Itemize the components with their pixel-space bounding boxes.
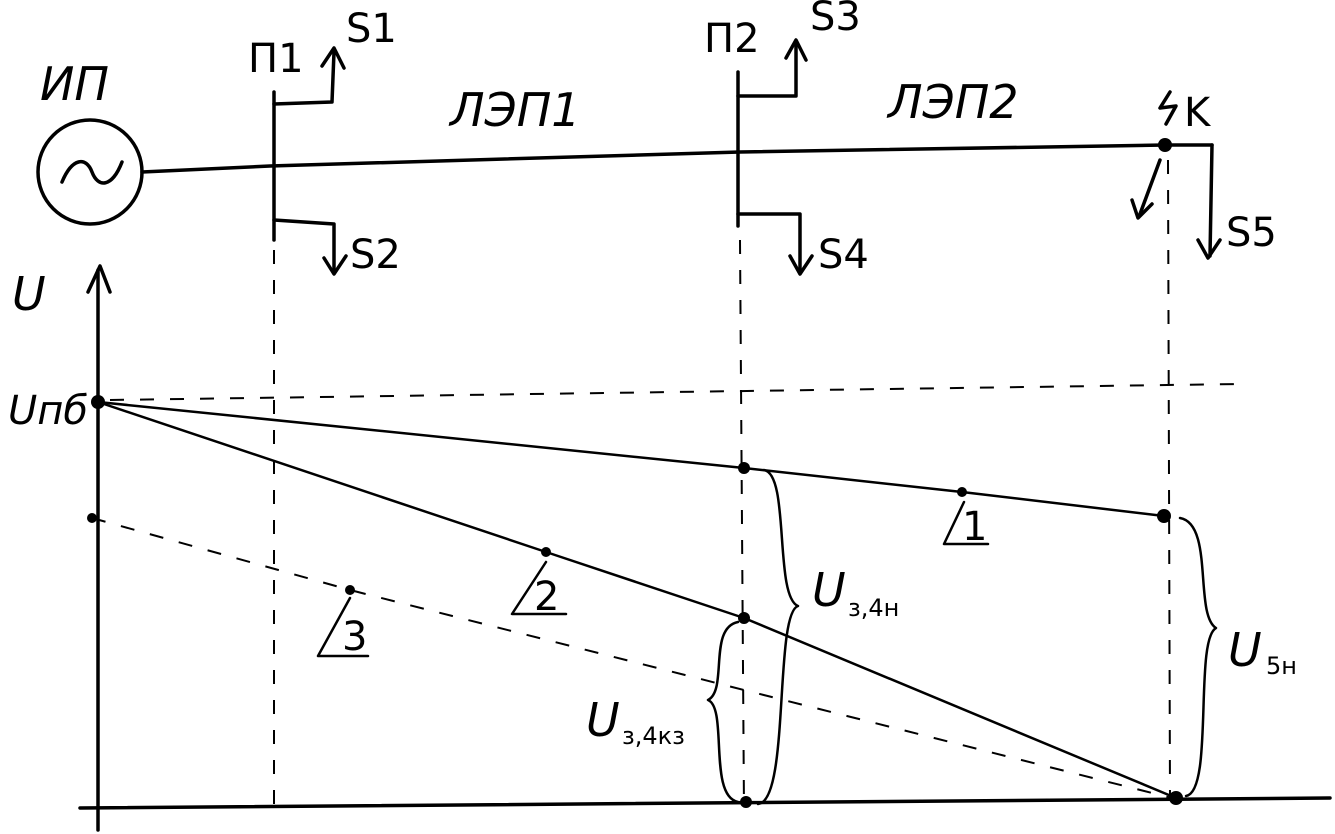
curve-2-label: 2	[510, 560, 568, 620]
arrow-up-icon	[784, 38, 808, 62]
bus-p1: П1 S1 S2	[248, 6, 401, 278]
fault-current-branch	[1138, 158, 1162, 216]
u34n-sub: з,4н	[848, 594, 899, 622]
point-curve2-mid	[541, 547, 551, 557]
line2-label: ЛЭП2	[886, 75, 1019, 129]
arrow-up-icon	[320, 46, 346, 70]
brace-u34kz	[706, 620, 740, 804]
u5n-sub: 5н	[1266, 652, 1297, 680]
load-s1-branch	[272, 50, 336, 106]
point-curve1-p2	[738, 462, 750, 474]
x-axis	[78, 796, 1332, 810]
point-p2-zero	[740, 796, 752, 808]
projection-line-k	[1167, 159, 1171, 799]
point-source	[91, 395, 105, 409]
load-s3-label: S3	[810, 0, 861, 40]
load-s1-label: S1	[346, 6, 397, 52]
arrow-down-icon	[1196, 238, 1222, 260]
angle-mark	[510, 560, 568, 616]
y-value-label: Uпб	[8, 388, 88, 434]
fault-node	[1158, 138, 1172, 152]
curve-3-label: 3	[316, 596, 370, 660]
curve-3-number: 3	[342, 614, 367, 660]
point-curve1-end	[1157, 509, 1171, 523]
reference-voltage-line	[109, 383, 1241, 401]
bus-p2: П2 S3 S4	[704, 0, 869, 278]
angle-mark	[942, 500, 990, 546]
ac-wave-icon	[60, 160, 124, 185]
generator-symbol	[36, 118, 144, 226]
point-curve2-p2	[738, 612, 750, 624]
source-label: ИП	[40, 57, 109, 111]
voltage-axes: U Uпб	[8, 264, 1332, 832]
curve-points	[87, 395, 1183, 808]
y-axis-arrow-icon	[86, 264, 112, 294]
bus-p2-label: П2	[704, 16, 760, 62]
transmission-line	[140, 143, 1214, 174]
y-axis-label: U	[12, 267, 46, 321]
curve-2	[96, 400, 1178, 800]
label-u34n: U з,4н	[812, 563, 899, 622]
angle-mark	[316, 596, 370, 658]
arrow-down-icon	[1130, 198, 1154, 220]
load-s4-label: S4	[818, 232, 869, 278]
load-s5-label: S5	[1226, 210, 1277, 256]
bus-p1-label: П1	[248, 36, 304, 82]
label-u5n: U 5н	[1228, 623, 1297, 680]
load-s4-branch	[736, 212, 802, 274]
arrow-down-icon	[322, 254, 348, 276]
line1-label: ЛЭП1	[448, 83, 581, 137]
projection-line-p2	[739, 239, 745, 811]
fault-label: K	[1184, 90, 1212, 136]
curve-1-number: 1	[962, 504, 987, 550]
load-s3-branch	[736, 42, 798, 98]
u5n-main: U	[1228, 623, 1262, 677]
curve-1	[96, 400, 1166, 518]
curve-3	[91, 517, 1173, 799]
point-fault-zero	[1169, 791, 1183, 805]
fault-point: K S5	[1130, 90, 1277, 260]
load-s2-branch	[272, 218, 336, 274]
brace-u5n	[1178, 516, 1218, 798]
brace-u34n	[756, 468, 800, 806]
u34kz-sub: з,4кз	[622, 722, 685, 750]
curve-2-number: 2	[534, 574, 559, 620]
point-curve1-mid	[957, 487, 967, 497]
load-s5-branch	[1208, 143, 1214, 258]
power-source: ИП	[36, 57, 144, 226]
u34n-main: U	[812, 563, 846, 617]
point-curve3-mid	[345, 585, 355, 595]
point-curve3-start	[87, 513, 97, 523]
curve-1-label: 1	[942, 500, 990, 550]
label-u34kz: U з,4кз	[586, 693, 685, 750]
lightning-icon	[1158, 90, 1178, 126]
arrow-down-icon	[788, 254, 814, 276]
load-s2-label: S2	[350, 232, 401, 278]
u34kz-main: U	[586, 693, 620, 747]
